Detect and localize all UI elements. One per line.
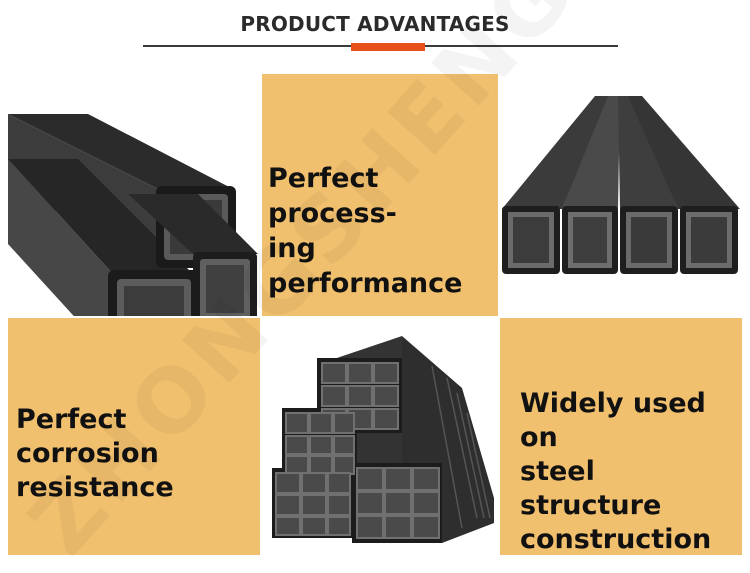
panel-processing: Perfect process- ing performance — [262, 74, 498, 316]
corrosion-line-2: resistance — [16, 472, 174, 503]
corrosion-line-1: Perfect corrosion — [16, 404, 159, 469]
title-accent-bar — [351, 43, 425, 51]
panel-construction: Widely used on steel structure construct… — [500, 318, 742, 555]
section-header: PRODUCT ADVANTAGES — [0, 0, 750, 60]
processing-text: Perfect process- ing performance — [268, 161, 498, 301]
image-four-square-tubes — [500, 74, 742, 316]
image-stacked-tube-bundle — [262, 318, 498, 555]
construction-line-3: construction — [520, 524, 712, 555]
construction-line-2: steel structure — [520, 456, 662, 521]
section-title: PRODUCT ADVANTAGES — [240, 12, 510, 36]
processing-line-1: Perfect process- — [268, 163, 397, 229]
construction-text: Widely used on steel structure construct… — [520, 387, 740, 555]
construction-line-1: Widely used on — [520, 388, 706, 453]
corrosion-text: Perfect corrosion resistance — [16, 403, 256, 505]
processing-line-2: ing performance — [268, 233, 463, 299]
panel-corrosion: Perfect corrosion resistance — [8, 318, 260, 555]
image-two-square-tubes — [8, 74, 260, 316]
